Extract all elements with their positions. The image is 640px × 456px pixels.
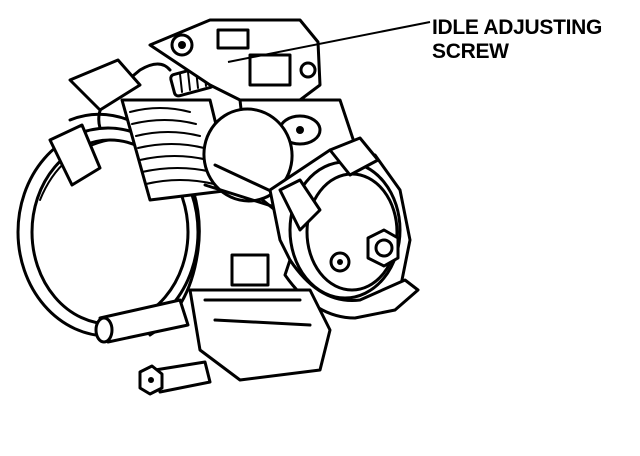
- callout-label: IDLE ADJUSTING SCREW: [432, 16, 602, 64]
- callout-leader-line: [227, 21, 431, 63]
- lower-base: [188, 253, 332, 382]
- callout-line-2: SCREW: [432, 40, 509, 63]
- left-bracket: [48, 58, 142, 187]
- bottom-bolt: [138, 360, 212, 396]
- drum-nut: [329, 228, 400, 273]
- callout-line-1: IDLE ADJUSTING: [432, 16, 603, 39]
- coolant-pipe: [94, 298, 190, 344]
